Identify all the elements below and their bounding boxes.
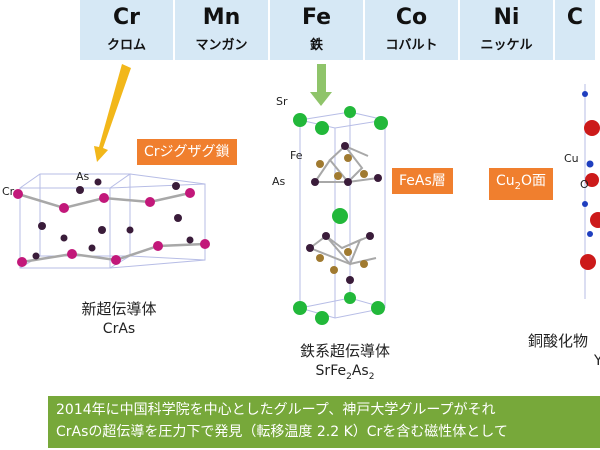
- element-cell-mn: Mn マンガン: [175, 0, 270, 60]
- element-name: ニッケル: [480, 38, 533, 53]
- element-cell-co: Co コバルト: [365, 0, 460, 60]
- element-cell-ni: Ni ニッケル: [460, 0, 555, 60]
- element-name: マンガン: [195, 38, 248, 53]
- element-cell-fe: Fe 鉄: [270, 0, 365, 60]
- element-cell-cu-partial: C: [555, 0, 595, 60]
- element-cell-cr: Cr クロム: [80, 0, 175, 60]
- element-symbol: Co: [395, 5, 428, 30]
- as-label: As: [76, 170, 90, 183]
- srfe2as2-crystal-structure: [293, 106, 388, 325]
- cuprate-name: 銅酸化物: [528, 332, 589, 350]
- sr-label: Sr: [276, 95, 288, 108]
- cras-formula: CrAs: [102, 321, 136, 337]
- cu2o-plane-tag: Cu2O面: [489, 168, 554, 200]
- feas-layer-tag: FeAs層: [392, 168, 453, 194]
- cu-label: Cu: [564, 152, 579, 165]
- cr-zigzag-tag: Crジグザグ鎖: [137, 139, 237, 165]
- cuprate-caption: 銅酸化物 Y: [528, 330, 600, 369]
- element-symbol: C: [566, 5, 584, 30]
- yellow-arrow-shape: [94, 64, 131, 162]
- as-label-fe: As: [272, 175, 286, 188]
- tag-sub: 2: [514, 180, 522, 192]
- note-line-2: CrAsの超伝導を圧力下で発見（転移温度 2.2 K）Crを含む磁性体として: [56, 424, 508, 440]
- fe-label: Fe: [290, 149, 303, 162]
- o-label: O: [580, 178, 589, 191]
- element-name: クロム: [106, 38, 146, 53]
- formula-part: SrFe: [315, 363, 347, 379]
- element-symbol: Ni: [493, 5, 520, 30]
- srfe2as2-formula: SrFe2As2: [280, 363, 410, 382]
- tag-text: O面: [521, 173, 547, 189]
- element-symbol: Mn: [202, 5, 241, 30]
- srfe2as2-caption: 鉄系超伝導体 SrFe2As2: [280, 340, 410, 382]
- cras-name: 新超伝導体: [81, 300, 157, 318]
- element-symbol: Cr: [113, 5, 140, 30]
- cr-label: Cr: [2, 185, 15, 198]
- srfe2as2-name: 鉄系超伝導体: [299, 342, 390, 360]
- element-name: コバルト: [385, 38, 438, 53]
- cras-crystal-structure: [13, 173, 210, 269]
- periodic-table-row: Cr クロム Mn マンガン Fe 鉄 Co コバルト Ni ニッケル C: [80, 0, 600, 60]
- cuprate-formula: Y: [594, 353, 600, 369]
- cuprate-crystal-structure: [580, 84, 600, 299]
- cras-caption: 新超伝導体 CrAs: [64, 298, 174, 337]
- note-line-1: 2014年に中国科学院を中心としたグループ、神戸大学グループがそれ: [56, 402, 496, 418]
- green-arrow-shape: [310, 64, 332, 106]
- tag-text: Cu: [496, 173, 515, 189]
- element-name: 鉄: [309, 38, 323, 53]
- element-symbol: Fe: [301, 5, 332, 30]
- summary-note: 2014年に中国科学院を中心としたグループ、神戸大学グループがそれ CrAsの超…: [48, 396, 600, 448]
- formula-sub: 2: [368, 371, 375, 382]
- formula-part: As: [351, 363, 369, 379]
- formula-sub: 2: [346, 371, 352, 382]
